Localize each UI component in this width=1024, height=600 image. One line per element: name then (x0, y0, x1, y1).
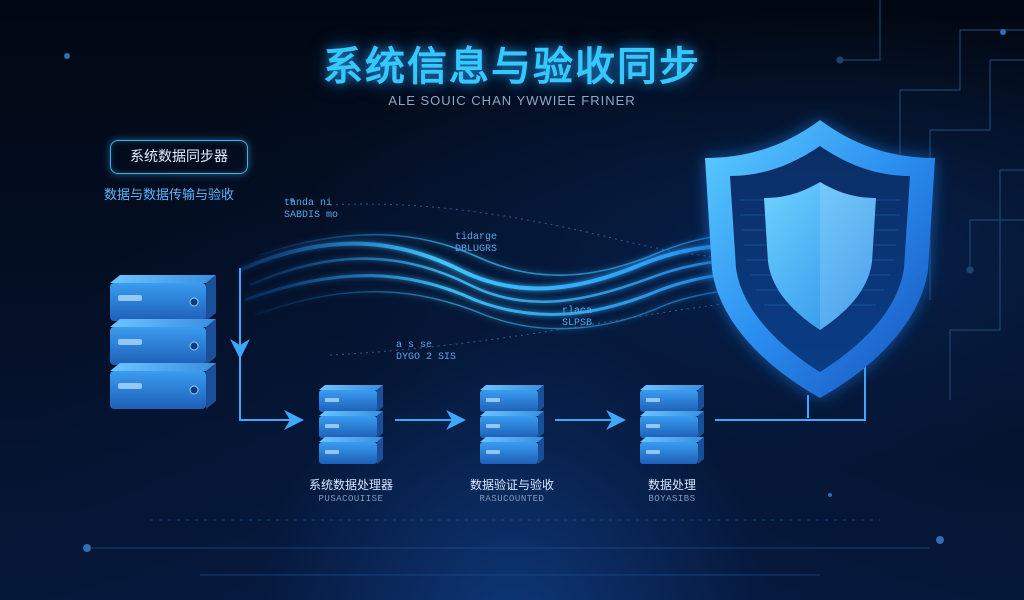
dashed-guides (329, 203, 791, 356)
floor-lines (90, 519, 930, 576)
decorative-dots (64, 29, 1006, 552)
stage-3-sublabel: BOYASIBS (648, 494, 696, 504)
stage-2-label: 数据验证与验收 (469, 478, 554, 492)
stream-label-1-line1: tanda ni (284, 198, 333, 209)
shield-icon (705, 120, 935, 398)
stage3-to-shield-line (715, 350, 866, 421)
stage-server-3 (640, 385, 704, 464)
stream-label-4-line1: a s se (396, 340, 433, 351)
stage-1-label: 系统数据处理器 (308, 478, 393, 492)
stream-label-4: a s se DYGO 2 SIS (396, 340, 456, 364)
stage-1-sublabel: PUSACOUIISE (318, 494, 384, 504)
stage-server-2 (480, 385, 544, 464)
stream-label-4-line2: DYGO 2 SIS (396, 352, 457, 363)
stream-label-2-line1: tidarge (455, 232, 498, 243)
stream-label-2: tidarge DBLUGRS (455, 232, 497, 256)
stream-label-2-line2: DBLUGRS (455, 244, 498, 255)
server-stack-icon (110, 275, 216, 409)
stream-label-3-line2: SLPSB (562, 318, 593, 329)
stream-label-3-line1: rlaca (562, 306, 593, 317)
source-label-pill: 系统数据同步器 (110, 140, 248, 174)
page-title: 系统信息与验收同步 (323, 44, 701, 90)
stage-3-label: 数据处理 (647, 478, 696, 492)
source-to-stage1-line (239, 355, 304, 430)
stage-server-1 (319, 385, 383, 464)
stream-label-1: tanda ni SABDIS mo (284, 198, 338, 222)
stage-2-sublabel: RASUCOUNTED (479, 494, 545, 504)
stream-label-1-line2: SABDIS mo (284, 210, 339, 221)
source-sub-label: 数据与数据传输与验收 (104, 188, 235, 203)
page-subtitle: ALE SOUIC CHAN YWWIEE FRINER (388, 93, 636, 108)
connector-lines (230, 268, 866, 430)
stream-label-3: rlaca SLPSB (562, 306, 592, 330)
